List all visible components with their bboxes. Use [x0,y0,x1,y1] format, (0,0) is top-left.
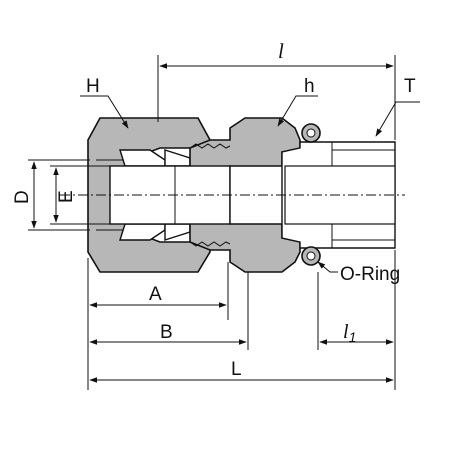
label-l1: l1 [343,321,356,345]
back-ferrule [164,149,191,167]
thread-bottom [189,241,231,247]
front-ferrule [119,149,166,167]
label-B: B [160,322,173,343]
o-ring-bottom-inner [306,251,316,261]
leader-h [277,95,318,127]
label-L: L [231,359,242,380]
o-ring-top-inner [306,128,316,138]
leader-oring [317,261,338,273]
back-ferrule-bottom [164,223,191,241]
label-l1-sub: 1 [349,329,357,345]
front-ferrule-bottom [119,223,166,241]
label-A: A [149,284,162,305]
label-h: h [304,76,315,97]
thread-top [189,143,231,149]
label-D: D [12,190,33,204]
label-E: E [56,190,77,203]
label-l1-main: l [343,321,349,343]
label-l: l [278,39,284,63]
label-T: T [404,76,416,97]
leader-H [80,95,129,129]
label-oring: O-Ring [340,264,400,285]
label-H: H [86,76,100,97]
leader-T [375,101,420,137]
